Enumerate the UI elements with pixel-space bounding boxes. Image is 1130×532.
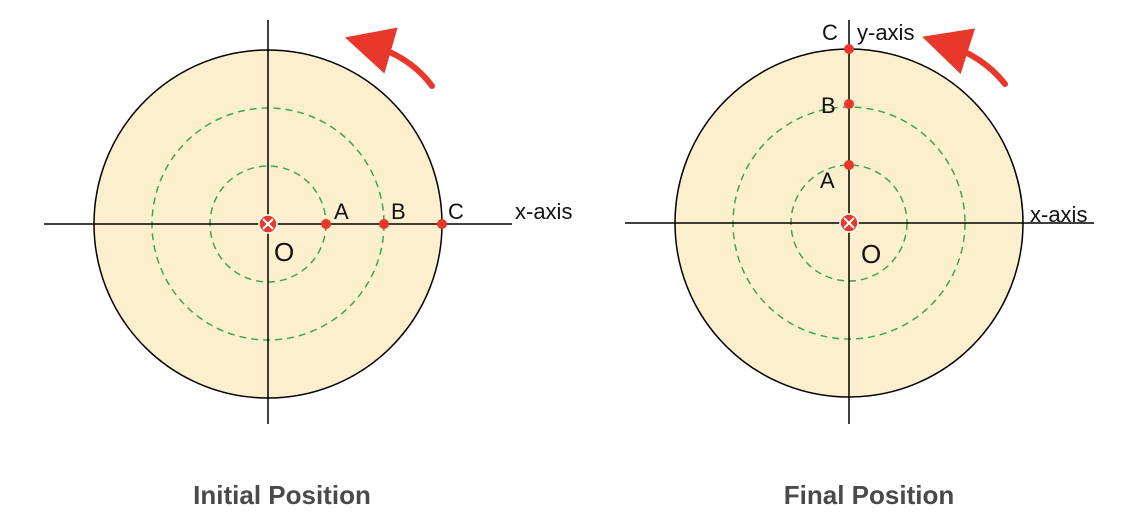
final-origin-label: O: [861, 239, 881, 269]
initial-caption: Initial Position: [193, 480, 371, 510]
initial-rotation-arrow-icon: [344, 27, 435, 89]
initial-point-a: [321, 219, 331, 229]
final-y-axis-label: y-axis: [857, 20, 914, 45]
final-point-c: [844, 44, 854, 54]
final-label-c: C: [822, 20, 838, 45]
final-rotation-arrow-icon: [922, 28, 1008, 87]
final-x-axis-label: x-axis: [1030, 202, 1087, 227]
initial-x-axis-label: x-axis: [515, 199, 572, 224]
final-caption: Final Position: [784, 480, 954, 510]
initial-point-c: [437, 219, 447, 229]
final-label-b: B: [821, 93, 836, 118]
initial-origin-circled-x-icon: [258, 214, 278, 234]
final-point-b: [844, 99, 854, 109]
initial-label-a: A: [334, 199, 349, 224]
final-point-a: [844, 160, 854, 170]
initial-label-b: B: [391, 199, 406, 224]
initial-panel: A B C x-axis O Initial Position: [44, 20, 572, 510]
initial-label-c: C: [448, 199, 464, 224]
final-panel: A B C y-axis x-axis O Final Position: [625, 20, 1094, 510]
initial-point-b: [379, 219, 389, 229]
initial-origin-label: O: [274, 237, 294, 267]
final-origin-circled-x-icon: [839, 213, 859, 233]
final-label-a: A: [820, 168, 835, 193]
